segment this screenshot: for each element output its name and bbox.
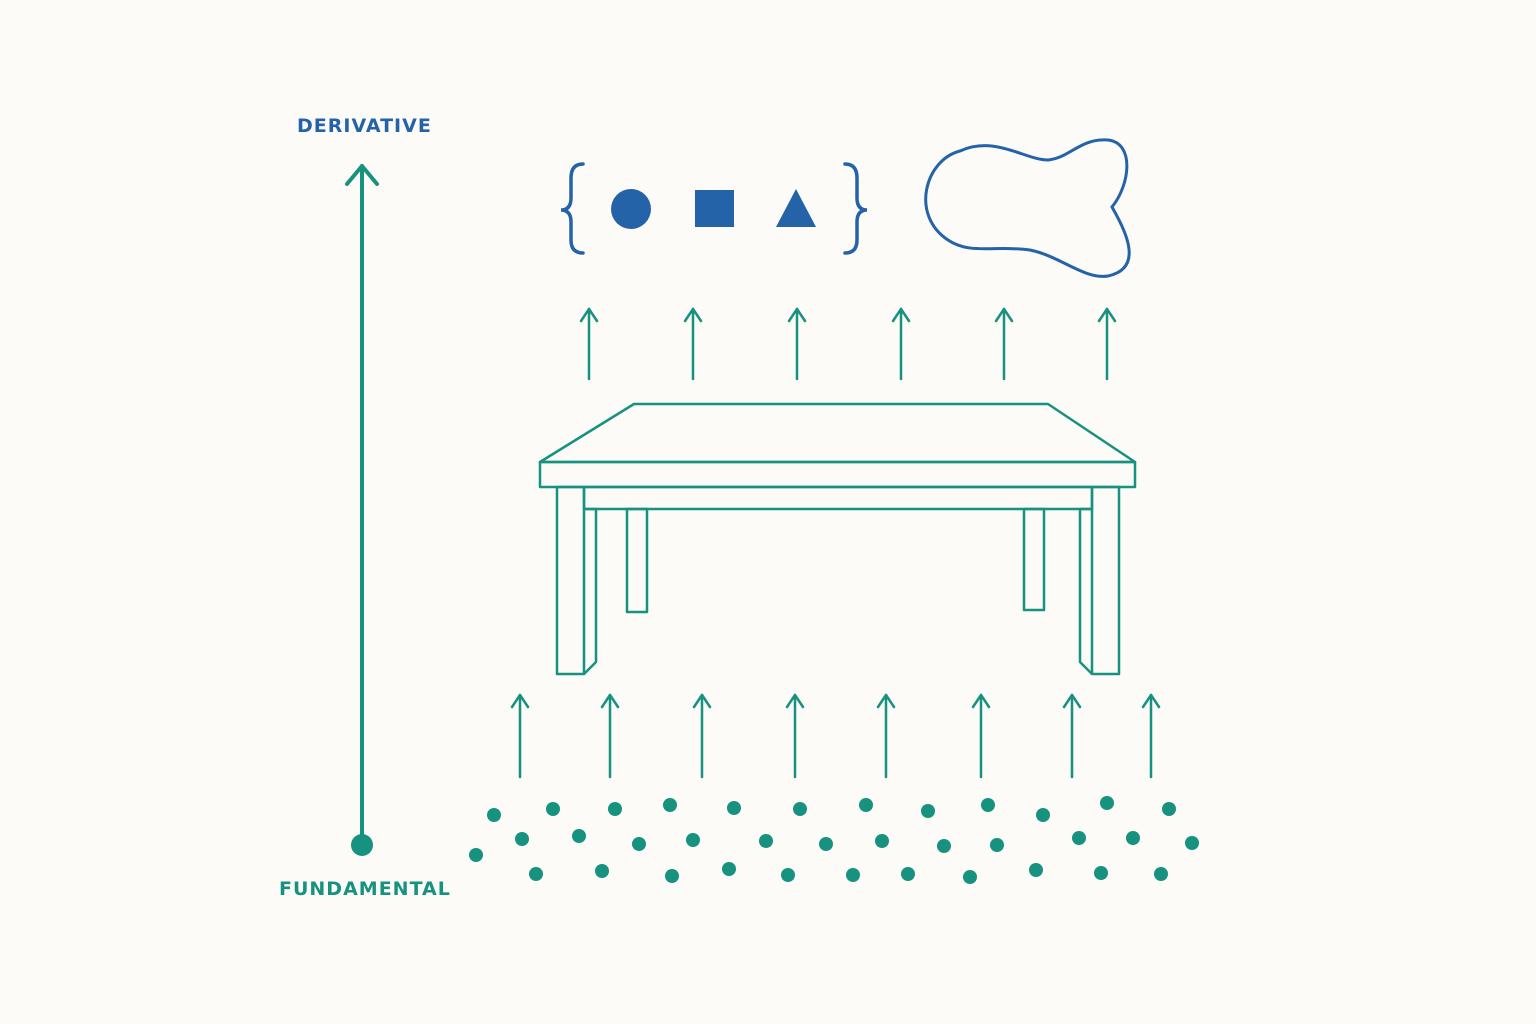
up-arrow-icon [579, 307, 599, 381]
lower-arrow-row [510, 693, 1161, 779]
particle-dot-icon [937, 839, 951, 853]
table-leg-front-right-side [1078, 507, 1093, 675]
particle-dot-icon [722, 862, 736, 876]
particle-dot-icon [1100, 796, 1114, 810]
particle-dot-icon [663, 798, 677, 812]
up-arrow-icon [891, 307, 911, 381]
table-top-edge [538, 460, 1137, 489]
up-arrow-icon [683, 307, 703, 381]
particle-dot-icon [686, 833, 700, 847]
particle-dot-icon [529, 867, 543, 881]
particle-dot-icon [875, 834, 889, 848]
table-leg-front-right [1090, 485, 1121, 676]
particle-dot-icon [1126, 831, 1140, 845]
circle-icon [611, 189, 651, 229]
up-arrow-icon [1062, 693, 1082, 779]
up-arrow-icon [510, 693, 530, 779]
up-arrow-icon [1097, 307, 1117, 381]
table-leg-back-right [1022, 507, 1046, 612]
particle-dot-icon [981, 798, 995, 812]
particle-dot-icon [1162, 802, 1176, 816]
particle-dot-icon [1094, 866, 1108, 880]
particle-dot-icon [859, 798, 873, 812]
fundamental-label: FUNDAMENTAL [279, 878, 451, 900]
up-arrow-icon [971, 693, 991, 779]
particle-dot-icon [819, 837, 833, 851]
particle-dot-icon [1029, 863, 1043, 877]
particle-dot-icon [793, 802, 807, 816]
particle-dot-icon [921, 804, 935, 818]
particle-dot-icon [963, 870, 977, 884]
vertical-axis-arrow [345, 164, 379, 844]
table-top-surface [538, 402, 1137, 464]
particle-dot-icon [759, 834, 773, 848]
particle-dot-icon [608, 802, 622, 816]
particle-dot-icon [846, 868, 860, 882]
axis-origin-dot [351, 834, 373, 856]
table-apron [582, 485, 1094, 511]
up-arrow-icon [785, 693, 805, 779]
right-brace-icon [843, 162, 868, 255]
particle-dot-icon [546, 802, 560, 816]
particle-dot-icon [990, 838, 1004, 852]
amorphous-blob-icon [924, 138, 1131, 278]
particle-dot-icon [515, 832, 529, 846]
table-leg-front-left-side [583, 507, 598, 675]
particle-dot-icon [665, 869, 679, 883]
left-brace-icon [560, 162, 585, 255]
up-arrow-icon [692, 693, 712, 779]
up-arrow-icon [787, 307, 807, 381]
table-leg-front-left [555, 485, 586, 676]
table-icon [538, 402, 1137, 676]
particle-dot-icon [595, 864, 609, 878]
particle-dot-icon [1072, 831, 1086, 845]
particle-dot-icon [1185, 836, 1199, 850]
up-arrow-icon [1141, 693, 1161, 779]
particle-dot-icon [781, 868, 795, 882]
curly-brace-set-icon [560, 162, 868, 255]
particle-dot-icon [572, 829, 586, 843]
particle-dot-icon [469, 848, 483, 862]
up-arrow-icon [600, 693, 620, 779]
up-arrow-icon [876, 693, 896, 779]
particle-field [469, 796, 1199, 884]
particle-dot-icon [727, 801, 741, 815]
up-arrow-icon [994, 307, 1014, 381]
particle-dot-icon [901, 867, 915, 881]
table-leg-back-left [625, 507, 649, 614]
triangle-icon [776, 189, 816, 227]
particle-dot-icon [1154, 867, 1168, 881]
particle-dot-icon [632, 837, 646, 851]
axis-arrowhead [345, 164, 379, 186]
upper-arrow-row [579, 307, 1117, 381]
particle-dot-icon [1036, 808, 1050, 822]
derivative-label: DERIVATIVE [297, 115, 432, 137]
square-icon [695, 190, 734, 227]
particle-dot-icon [487, 808, 501, 822]
